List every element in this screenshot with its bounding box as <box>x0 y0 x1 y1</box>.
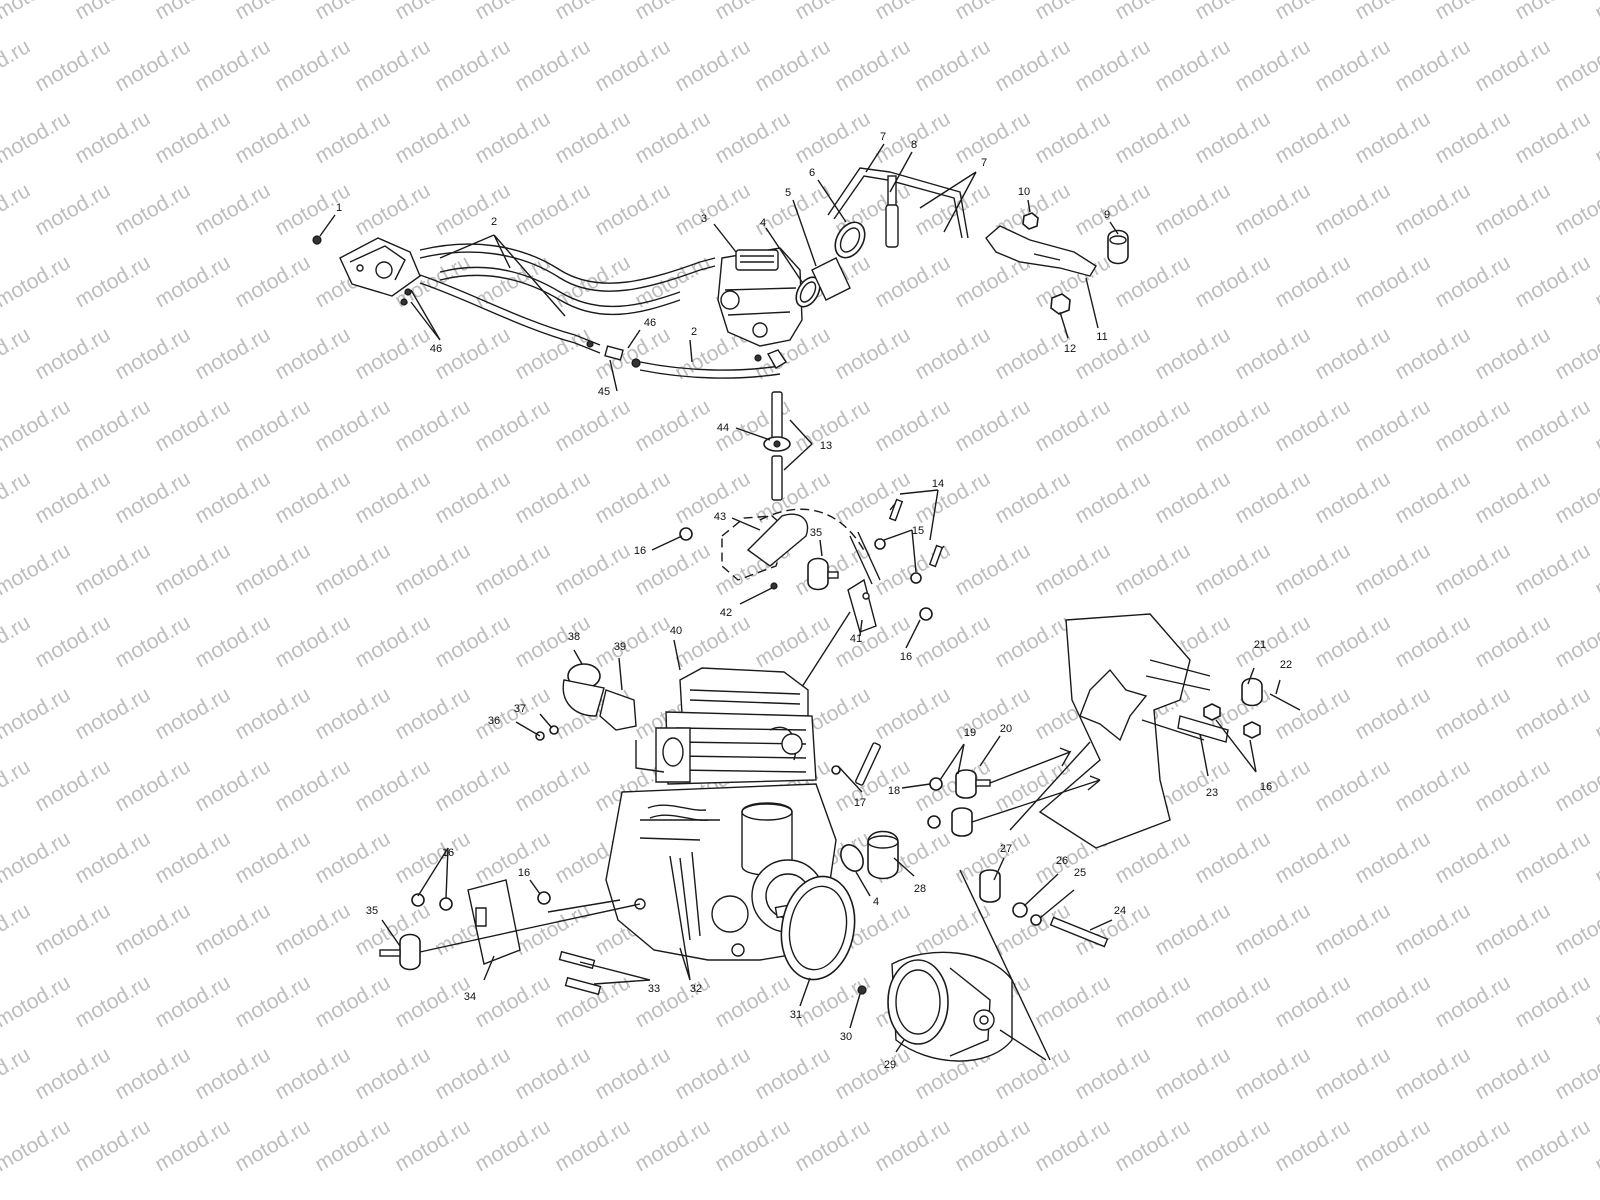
callout-44: 44 <box>717 422 729 434</box>
callout-29: 29 <box>884 1059 896 1071</box>
callout-16: 16 <box>1260 781 1272 793</box>
callout-32: 32 <box>690 983 702 995</box>
callout-23: 23 <box>1206 787 1218 799</box>
callout-4: 4 <box>760 217 766 229</box>
callout-7: 7 <box>880 131 886 143</box>
callout-6: 6 <box>809 167 815 179</box>
callout-5: 5 <box>785 187 791 199</box>
callout-13: 13 <box>820 440 832 452</box>
callout-19: 19 <box>964 727 976 739</box>
drive-clutch-area <box>780 869 1109 1062</box>
callout-25: 25 <box>1074 867 1086 879</box>
callout-9: 9 <box>1104 209 1110 221</box>
callout-41: 41 <box>850 633 862 645</box>
fuel-lines <box>419 243 781 379</box>
callout-43: 43 <box>714 511 726 523</box>
callout-16: 16 <box>518 867 530 879</box>
callout-40: 40 <box>670 625 682 637</box>
callout-27: 27 <box>1000 843 1012 855</box>
callout-28: 28 <box>914 883 926 895</box>
throttle-bracket <box>985 212 1129 315</box>
vent-hoses <box>827 167 969 248</box>
callout-22: 22 <box>1280 659 1292 671</box>
callout-39: 39 <box>614 641 626 653</box>
callout-34: 34 <box>464 991 476 1003</box>
fuel-pump-assembly <box>312 235 421 306</box>
callout-14: 14 <box>932 478 944 490</box>
carb-studs <box>763 391 791 501</box>
callout-12: 12 <box>1064 343 1076 355</box>
callout-11: 11 <box>1096 331 1107 343</box>
callout-37: 37 <box>514 703 526 715</box>
callout-16: 16 <box>900 651 912 663</box>
front-mount-bracket <box>379 879 641 996</box>
callout-21: 21 <box>1254 639 1266 651</box>
callout-2: 2 <box>691 326 697 338</box>
callout-31: 31 <box>790 1009 802 1021</box>
callout-42: 42 <box>720 607 732 619</box>
callout-8: 8 <box>911 139 917 151</box>
callout-16: 16 <box>634 545 646 557</box>
callout-4: 4 <box>873 896 879 908</box>
callout-26: 26 <box>1056 855 1068 867</box>
leader-lines <box>319 143 1281 1053</box>
callout-46: 46 <box>644 317 656 329</box>
callout-18: 18 <box>888 785 900 797</box>
callout-7: 7 <box>981 157 987 169</box>
callout-35: 35 <box>366 905 378 917</box>
callout-45: 45 <box>598 386 610 398</box>
callout-10: 10 <box>1018 186 1030 198</box>
callout-20: 20 <box>1000 723 1012 735</box>
callout-46: 46 <box>430 343 442 355</box>
carburetor <box>717 247 803 369</box>
callout-24: 24 <box>1114 905 1126 917</box>
callout-15: 15 <box>912 525 924 537</box>
callout-38: 38 <box>568 631 580 643</box>
callout-3: 3 <box>701 213 707 225</box>
stator-clamp-and-cap <box>831 742 899 880</box>
callout-2: 2 <box>491 216 497 228</box>
callout-17: 17 <box>854 797 866 809</box>
callout-35: 35 <box>810 527 822 539</box>
callout-labels: 1 2 2 3 4 4 5 6 7 7 8 9 10 11 12 13 14 1… <box>336 131 1292 1071</box>
frame-section <box>1038 613 1301 849</box>
callout-33: 33 <box>648 983 660 995</box>
rear-mount-bracket <box>679 498 945 691</box>
engine-block <box>605 667 837 961</box>
callout-30: 30 <box>840 1031 852 1043</box>
intake-clamps <box>795 221 866 308</box>
callout-16: 16 <box>442 847 454 859</box>
callout-36: 36 <box>488 715 500 727</box>
intake-boot-manifold <box>535 663 691 783</box>
rubber-mounts <box>927 741 1101 837</box>
callout-1: 1 <box>336 202 342 214</box>
